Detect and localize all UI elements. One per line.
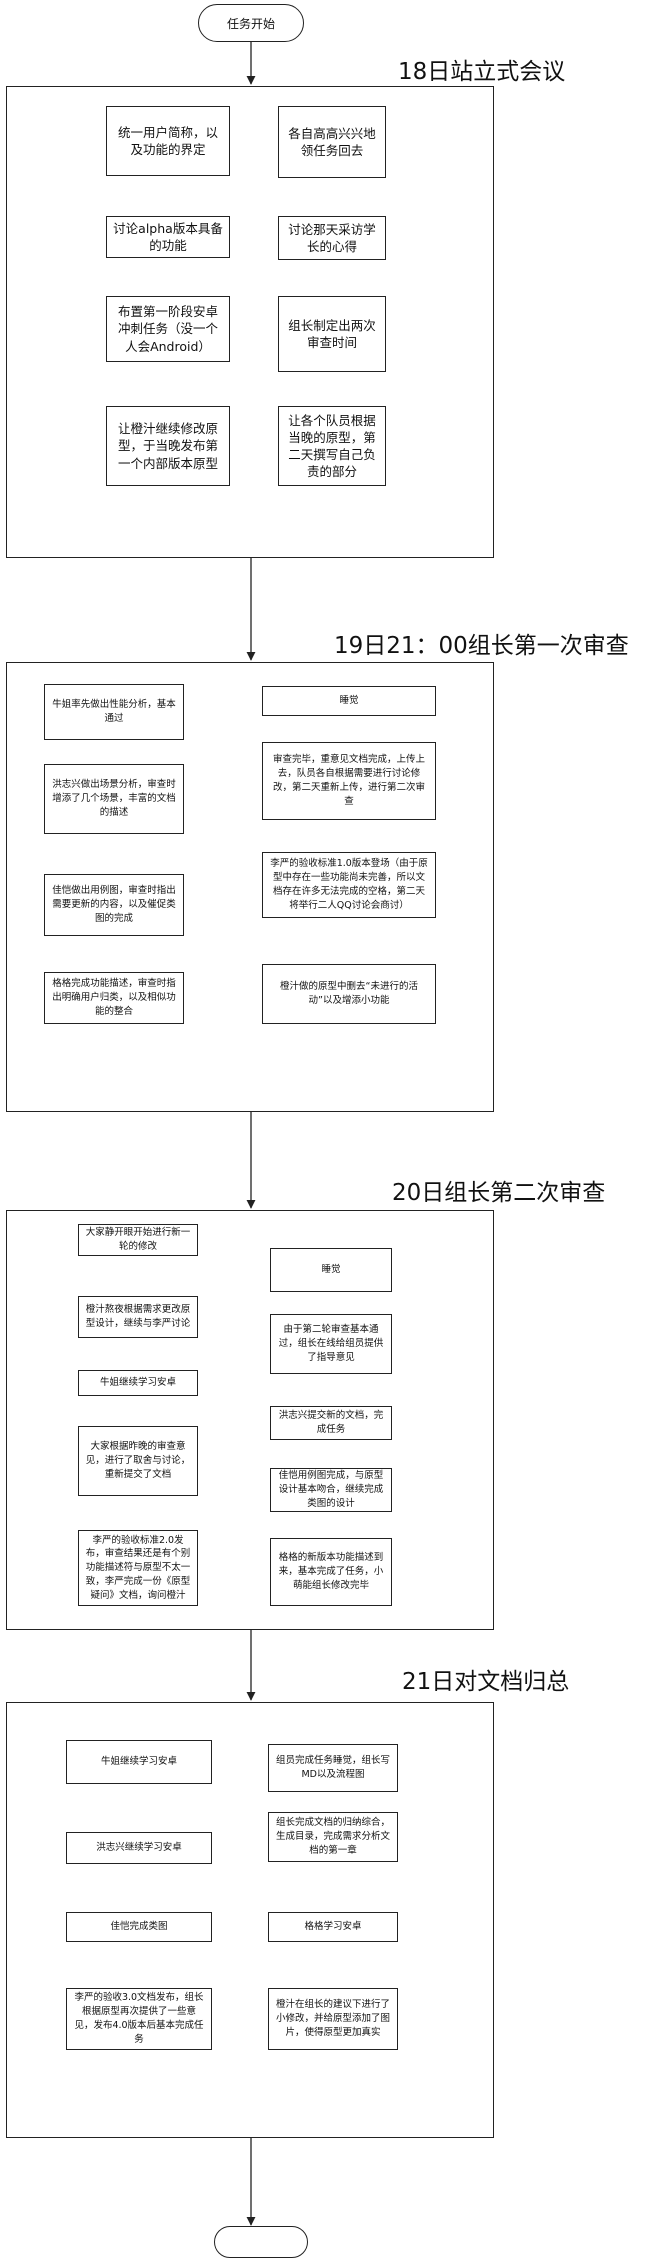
section-panel: [6, 86, 494, 558]
section-title: 20日组长第二次审查: [392, 1180, 606, 1206]
process-step: 睡觉: [270, 1248, 392, 1292]
process-step: 佳恺做出用例图，审查时指出需要更新的内容，以及催促类图的完成: [44, 874, 184, 936]
process-step: 格格学习安卓: [268, 1912, 398, 1942]
process-step: 李严的验收3.0文档发布，组长根据原型再次提供了一些意见，发布4.0版本后基本完…: [66, 1988, 212, 2050]
process-step: 睡觉: [262, 686, 436, 716]
process-step: 大家静开眼开始进行新一轮的修改: [78, 1224, 198, 1256]
section-title: 19日21：00组长第一次审查: [334, 633, 629, 659]
process-step: 审查完毕，重意见文档完成，上传上去，队员各自根据需要进行讨论修改，第二天重新上传…: [262, 742, 436, 820]
process-step: 组员完成任务睡觉，组长写MD以及流程图: [268, 1744, 398, 1792]
process-step: 牛姐继续学习安卓: [78, 1370, 198, 1396]
process-step: 橙汁做的原型中删去“未进行的活动”以及增添小功能: [262, 964, 436, 1024]
process-step: 佳恺用例图完成，与原型设计基本吻合，继续完成类图的设计: [270, 1468, 392, 1512]
process-step: 由于第二轮审查基本通过，组长在线给组员提供了指导意见: [270, 1314, 392, 1374]
process-step: 组长完成文档的归纳综合，生成目录，完成需求分析文档的第一章: [268, 1812, 398, 1862]
process-step: 橙汁在组长的建议下进行了小修改，并给原型添加了图片，使得原型更加真实: [268, 1988, 398, 2050]
process-step: 格格的新版本功能描述到来，基本完成了任务，小萌能组长修改完毕: [270, 1538, 392, 1606]
start-terminal: 任务开始: [198, 4, 304, 42]
process-step: 李严的验收标准2.0发布，审查结果还是有个别功能描述符与原型不太一致，李严完成一…: [78, 1530, 198, 1606]
process-step: 佳恺完成类图: [66, 1912, 212, 1942]
process-step: 橙汁熬夜根据需求更改原型设计，继续与李严讨论: [78, 1296, 198, 1338]
process-step: 大家根据昨晚的审查意见，进行了取舍与讨论，重新提交了文档: [78, 1426, 198, 1496]
section-title: 18日站立式会议: [398, 59, 566, 85]
process-step: 统一用户简称，以及功能的界定: [106, 106, 230, 176]
process-step: 格格完成功能描述，审查时指出明确用户归类，以及相似功能的整合: [44, 972, 184, 1024]
end-terminal: [214, 2226, 308, 2258]
process-step: 讨论那天采访学长的心得: [278, 216, 386, 260]
process-step: 布置第一阶段安卓冲刺任务（没一个人会Android）: [106, 296, 230, 362]
process-step: 让橙汁继续修改原型，于当晚发布第一个内部版本原型: [106, 406, 230, 486]
start-label: 任务开始: [226, 16, 275, 31]
process-step: 组长制定出两次审查时间: [278, 296, 386, 372]
process-step: 让各个队员根据当晚的原型，第二天撰写自己负责的部分: [278, 406, 386, 486]
section-title: 21日对文档归总: [402, 1669, 570, 1695]
process-step: 各自高高兴兴地领任务回去: [278, 106, 386, 178]
process-step: 洪志兴提交新的文档，完成任务: [270, 1406, 392, 1440]
process-step: 李严的验收标准1.0版本登场（由于原型中存在一些功能尚未完善，所以文档存在许多无…: [262, 852, 436, 918]
process-step: 牛姐继续学习安卓: [66, 1740, 212, 1784]
process-step: 洪志兴做出场景分析，审查时增添了几个场景，丰富的文档的描述: [44, 764, 184, 834]
process-step: 讨论alpha版本具备的功能: [106, 216, 230, 258]
process-step: 牛姐率先做出性能分析，基本通过: [44, 684, 184, 740]
process-step: 洪志兴继续学习安卓: [66, 1832, 212, 1864]
